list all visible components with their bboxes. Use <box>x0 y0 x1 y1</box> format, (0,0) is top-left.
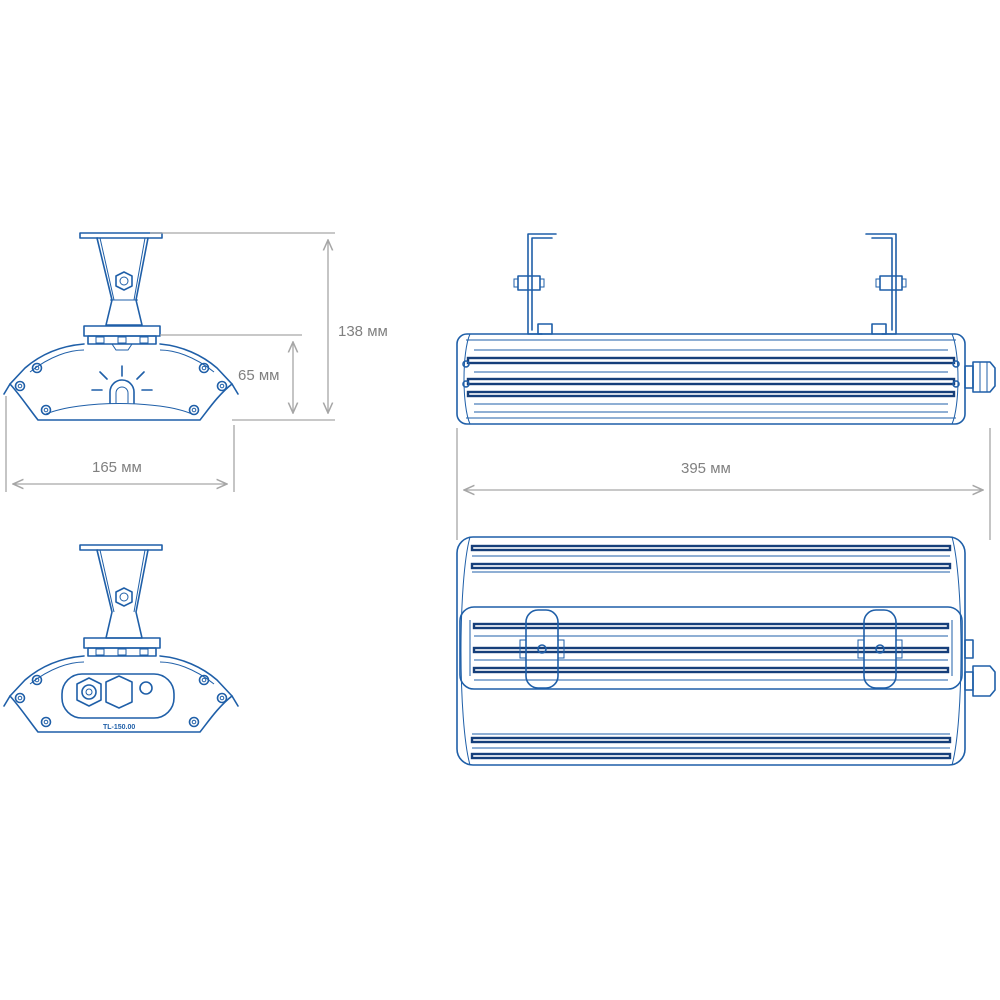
mounting-rail <box>459 606 963 690</box>
mounting-bracket-rear <box>79 544 163 639</box>
front-view-top <box>3 232 239 421</box>
front-view-rear: TL-150.00 <box>3 544 239 733</box>
connector-panel <box>61 673 175 719</box>
housing-profile-rear <box>3 655 239 733</box>
clamp-block <box>83 325 161 351</box>
dimension-height-body <box>160 334 302 413</box>
dimension-height-total-label: 138 мм <box>338 323 388 340</box>
side-bracket-right <box>865 233 907 335</box>
top-view <box>456 536 996 766</box>
side-bracket-left <box>513 233 557 335</box>
dimension-width-body-label: 165 мм <box>92 459 142 476</box>
dimension-length-body <box>456 428 991 540</box>
heatsink-fins <box>470 544 952 760</box>
dimension-height-total <box>150 232 335 421</box>
mounting-bracket <box>79 232 163 326</box>
model-plate-label: TL-150.00 <box>103 724 135 731</box>
cable-gland-icon <box>964 361 996 393</box>
housing-profile <box>3 343 239 421</box>
side-housing <box>456 333 966 425</box>
bracket-pad-right <box>857 609 903 689</box>
clamp-block-rear <box>83 637 161 657</box>
dimension-width-body <box>5 396 235 492</box>
dimension-height-body-label: 65 мм <box>238 367 279 384</box>
dimension-length-body-label: 395 мм <box>681 460 731 477</box>
side-view <box>456 233 996 425</box>
light-symbol-icon <box>91 365 153 404</box>
top-cable-gland-icon <box>964 639 996 697</box>
bracket-pad-left <box>519 609 565 689</box>
